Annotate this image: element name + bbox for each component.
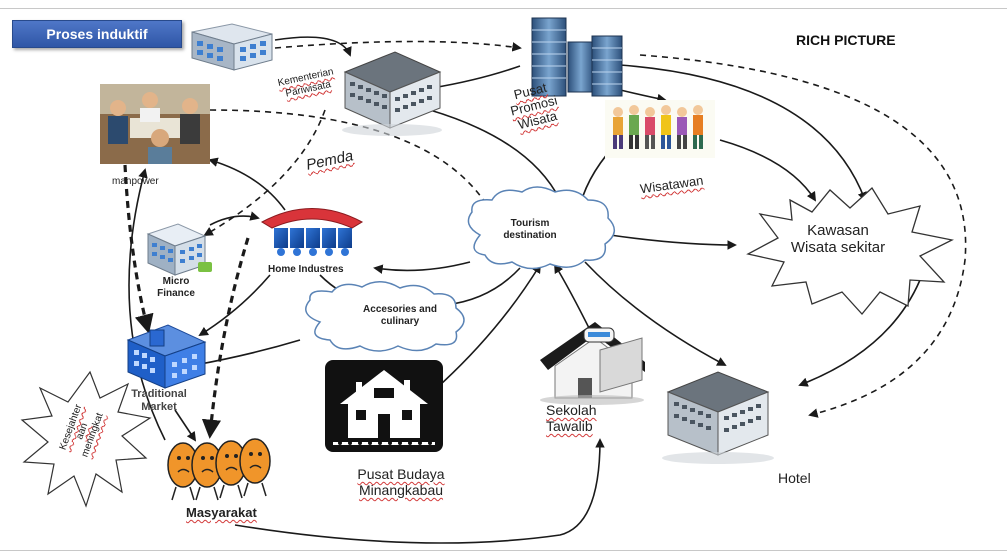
diagram-title: RICH PICTURE — [796, 32, 896, 48]
school-icon — [540, 322, 645, 405]
micro-finance-icon — [146, 223, 212, 276]
top-divider — [0, 8, 1007, 9]
arrow-masyarakat-manpower — [128, 168, 166, 441]
connectors — [128, 36, 921, 544]
arrow-building-kementerian — [274, 36, 352, 57]
bottom-divider — [0, 550, 1007, 551]
label-masyarakat: Masyarakat — [186, 505, 257, 520]
arrow-masyarakat-sekolah — [234, 438, 605, 544]
dashed-manpower-market — [123, 164, 154, 334]
label-micro-finance: Micro Finance — [157, 276, 195, 299]
dashed-promosi-hotel — [639, 54, 967, 418]
building-icon — [191, 23, 273, 71]
cloud-shape — [305, 281, 465, 352]
arrow-tourism-hotel — [584, 261, 727, 366]
arrow-tourism-accesories — [443, 267, 521, 309]
hotel-icon — [662, 371, 774, 464]
label-home-industries: Home Industres — [268, 264, 344, 275]
arrow-kawasan-hotel — [798, 279, 921, 387]
arrow-home-market — [198, 274, 271, 337]
home-industries-icon — [260, 208, 364, 256]
label-accesories-culinary: Accesories and culinary — [363, 304, 437, 327]
arrow-tourism-home — [373, 261, 471, 274]
process-badge: Proses induktif — [12, 20, 182, 48]
arrow-tourism-kawasan — [609, 234, 737, 250]
dashed-kementerian-finance — [203, 109, 326, 236]
bold-dashed-connectors — [123, 164, 250, 439]
label-sekolah-tawalib: Sekolah Tawalib — [546, 402, 597, 435]
arrow-market-masyarakat — [174, 409, 197, 442]
starburst-shape — [746, 186, 954, 315]
people-group-icon — [605, 100, 715, 158]
starburst-shape — [20, 370, 152, 508]
cloud-shape — [467, 186, 615, 270]
gov-building-icon — [342, 51, 442, 136]
arrow-finance-home — [209, 211, 260, 226]
arrow-accesories-market — [193, 339, 301, 369]
label-tourism-destination: Tourism destination — [503, 218, 557, 241]
arrow-home-manpower — [208, 157, 286, 211]
dashed-home-masyarakat — [201, 237, 250, 439]
traditional-market-icon — [126, 324, 207, 389]
arrow-sekolah-tourism — [554, 263, 591, 331]
arrow-promosi-kawasan — [619, 64, 867, 202]
arrow-budaya-tourism — [439, 263, 542, 386]
dashed-connectors — [203, 40, 967, 418]
label-traditional-market: Traditional Market — [131, 388, 187, 413]
dashed-building-promosi — [274, 40, 522, 52]
label-hotel: Hotel — [778, 470, 811, 486]
arrow-wisatawan-kawasan — [719, 139, 817, 202]
label-manpower: manpower — [112, 176, 159, 187]
label-kawasan-wisata: Kawasan Wisata sekitar — [790, 222, 886, 257]
culture-house-icon — [325, 360, 443, 452]
masyarakat-figures-icon — [167, 438, 271, 501]
dashed-manpower-tourism — [209, 109, 491, 212]
office-tower-icon — [531, 17, 623, 97]
arrow-kementerian-tourism — [429, 109, 561, 202]
meeting-photo-icon — [100, 84, 210, 164]
label-pusat-budaya: Pusat Budaya Minangkabau — [357, 466, 445, 499]
arrow-promosi-kementerian — [430, 65, 521, 92]
